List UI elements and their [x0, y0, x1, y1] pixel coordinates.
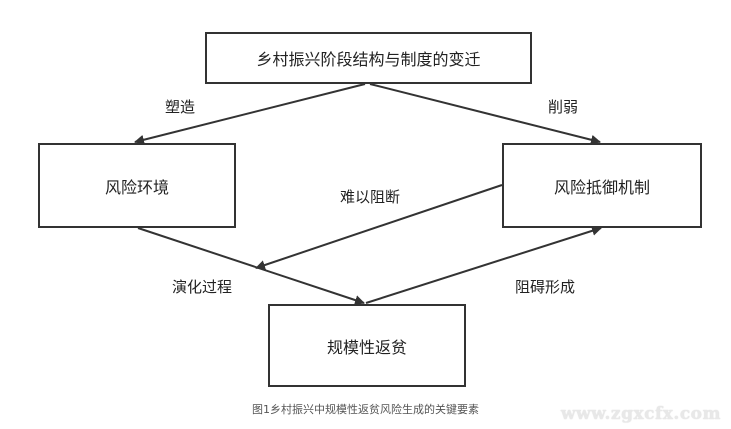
node-bottom-label: 规模性返贫 — [326, 337, 407, 357]
node-left: 风险环境 — [38, 143, 236, 228]
node-top: 乡村振兴阶段结构与制度的变迁 — [205, 32, 532, 84]
edge-label-evolution: 演化过程 — [172, 278, 233, 296]
arrow-bottom-to-right — [365, 225, 602, 304]
arrow-right-to-middle — [255, 184, 503, 270]
edge-label-hinder: 阻碍形成 — [515, 278, 576, 296]
figure-caption: 图1乡村振兴中规模性返贫风险生成的关键要素 — [252, 403, 479, 416]
arrow-top-to-left — [134, 83, 366, 145]
node-right: 风险抵御机制 — [502, 143, 702, 228]
edge-label-shape: 塑造 — [165, 98, 196, 116]
watermark: www.zgxcfx.com — [560, 404, 721, 424]
edge-label-hard-to-block: 难以阻断 — [340, 188, 401, 206]
arrow-top-to-right — [369, 83, 601, 145]
arrow-left-to-bottom — [137, 227, 365, 305]
node-top-label: 乡村振兴阶段结构与制度的变迁 — [256, 50, 481, 69]
node-bottom: 规模性返贫 — [268, 304, 466, 387]
node-left-label: 风险环境 — [104, 177, 169, 197]
node-right-label: 风险抵御机制 — [553, 177, 650, 197]
edge-label-weaken: 削弱 — [548, 98, 579, 116]
